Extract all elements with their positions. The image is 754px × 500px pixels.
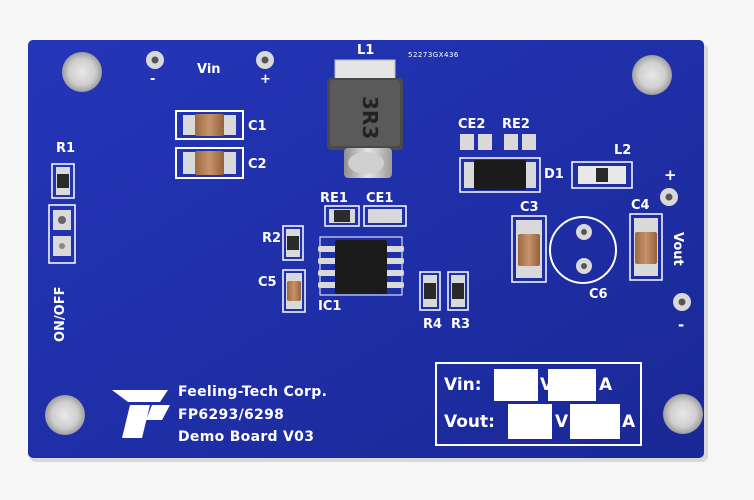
vout-minus-pad (673, 293, 691, 311)
spec-vout-volt-unit: V (555, 412, 569, 432)
re2-label: RE2 (502, 117, 530, 132)
vout-plus-pad (660, 188, 678, 206)
resistor-r4 (419, 271, 441, 311)
capacitor-c1 (175, 110, 244, 140)
inductor-l2 (571, 161, 633, 189)
brand-board-version: Demo Board V03 (178, 429, 315, 445)
on-off-label: ON/OFF (53, 286, 68, 343)
vout-plus-label: + (664, 166, 677, 184)
resistor-re1 (324, 205, 360, 227)
ce1-label: CE1 (366, 191, 394, 206)
resistor-r1 (51, 163, 75, 199)
inductor-marking: 3R3 (358, 96, 382, 140)
vin-terminal-pads (146, 51, 274, 69)
spec-vin-label: Vin: (444, 375, 482, 395)
c1-label: C1 (248, 119, 267, 134)
brand-model: FP6293/6298 (178, 407, 285, 423)
mounting-holes (45, 52, 703, 435)
inductor-l1 (327, 59, 403, 178)
l1-label: L1 (357, 43, 375, 58)
r2-label: R2 (262, 231, 282, 246)
ic1-label: IC1 (318, 299, 342, 314)
on-off-header (48, 204, 76, 264)
vin-label: Vin (197, 62, 221, 77)
board-code: 52273GX436 (408, 51, 459, 59)
c4-label: C4 (631, 198, 650, 213)
diode-d1 (459, 157, 541, 193)
r3-label: R3 (451, 317, 471, 332)
l2-label: L2 (614, 143, 632, 158)
spec-vin-volt-unit: V (540, 375, 554, 395)
re1-label: RE1 (320, 191, 348, 206)
capacitor-ce1 (363, 205, 407, 227)
vin-plus-label: + (260, 72, 271, 87)
pads-ce2-re2 (460, 134, 536, 150)
resistor-r2 (282, 225, 304, 261)
r4-label: R4 (423, 317, 443, 332)
capacitor-c3 (511, 215, 547, 283)
c6-label: C6 (589, 287, 608, 302)
capacitor-c6-footprint (549, 216, 617, 284)
c2-label: C2 (248, 157, 267, 172)
spec-table (435, 362, 642, 446)
spec-vout-label: Vout: (444, 412, 495, 432)
resistor-r3 (447, 271, 469, 311)
vin-minus-label: - (150, 72, 156, 87)
brand-company: Feeling-Tech Corp. (178, 384, 328, 400)
ce2-label: CE2 (458, 117, 486, 132)
vout-minus-label: - (678, 316, 685, 334)
ic1-chip (318, 236, 404, 296)
spec-vin-amp-unit: A (599, 375, 613, 395)
c5-label: C5 (258, 275, 277, 290)
c3-label: C3 (520, 200, 539, 215)
vout-label: Vout (670, 232, 685, 266)
r1-label: R1 (56, 141, 76, 156)
capacitor-c5 (282, 269, 306, 313)
capacitor-c2 (175, 147, 244, 179)
spec-vout-amp-unit: A (622, 412, 636, 432)
feeling-tech-logo (112, 390, 170, 438)
capacitor-c4 (629, 213, 663, 281)
d1-label: D1 (544, 167, 564, 182)
